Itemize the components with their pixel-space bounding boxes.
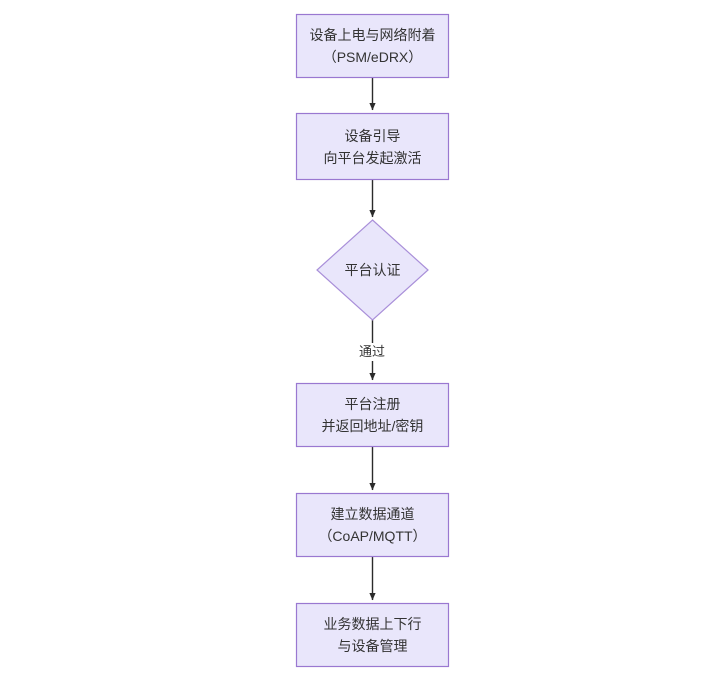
node-platform-auth[interactable] [316,219,429,321]
edge-label-platform-auth-pass: 通过 [356,343,389,361]
node-bootstrap[interactable] [295,112,450,181]
node-service-data[interactable] [295,602,450,668]
node-group [295,13,450,668]
node-platform-register[interactable] [295,382,450,448]
node-data-channel[interactable] [295,492,450,558]
node-power-on[interactable] [295,13,450,79]
